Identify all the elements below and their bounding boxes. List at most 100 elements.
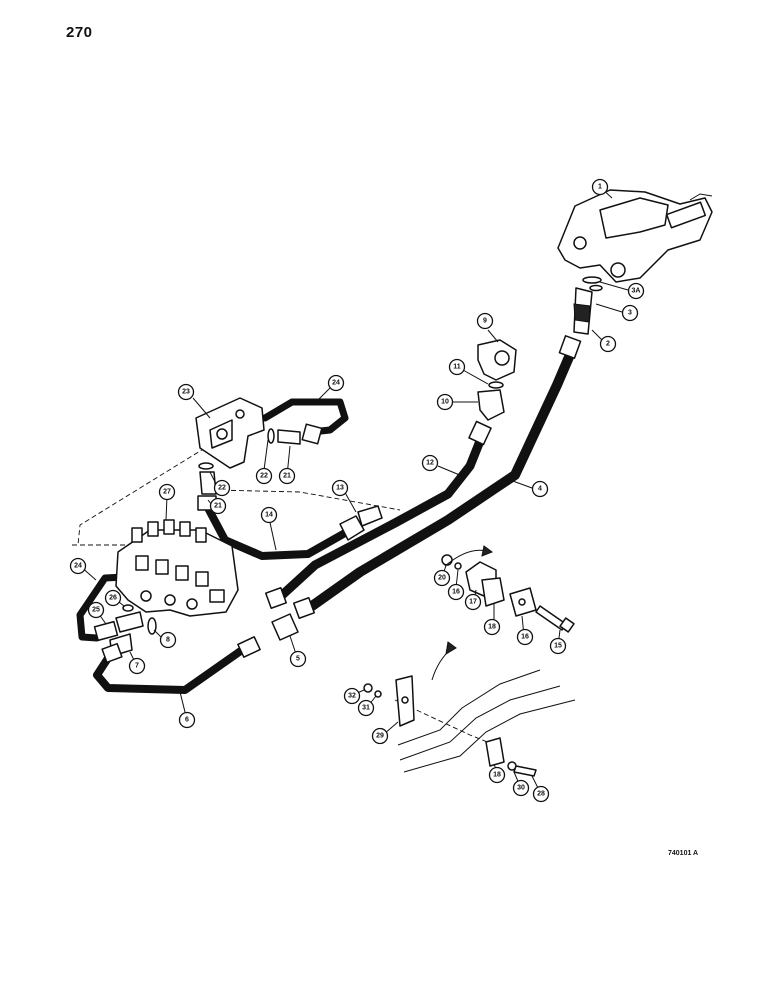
svg-text:22: 22 [260,473,268,480]
svg-text:1: 1 [598,184,602,191]
fitting-10 [477,389,505,421]
fitting-21-upper [277,423,323,445]
fitting-2 [573,287,593,335]
callout-22-upper: 22 [255,467,273,485]
callout-25: 25 [87,601,105,619]
tube-12 [275,431,487,602]
callout-5: 5 [289,650,307,668]
svg-text:16: 16 [452,589,460,596]
svg-text:21: 21 [283,473,291,480]
fitting-13 [339,505,383,541]
tube-4 [307,345,577,611]
callout-30: 30 [512,779,530,797]
svg-text:14: 14 [265,512,273,519]
svg-text:21: 21 [214,503,222,510]
o-ring-11 [488,381,504,389]
tube-24-upper [261,398,349,436]
svg-text:15: 15 [554,643,562,650]
svg-text:11: 11 [453,364,461,371]
o-ring-22-lower [198,462,214,470]
callout-14: 14 [260,506,278,524]
svg-text:6: 6 [185,717,189,724]
callout-24-upper: 24 [327,374,345,392]
svg-text:29: 29 [376,733,384,740]
plate-18-lower [485,737,505,767]
tube-14 [204,504,349,560]
strap-29 [395,675,415,727]
svg-text:12: 12 [426,460,434,467]
svg-text:24: 24 [74,563,82,570]
tube-6 [93,646,246,694]
callout-9: 9 [476,312,494,330]
bolt-28 [513,765,537,777]
svg-text:3A: 3A [632,288,641,295]
callout-16-lower: 16 [516,628,534,646]
svg-text:26: 26 [109,595,117,602]
callout-11: 11 [448,358,466,376]
svg-text:2: 2 [606,341,610,348]
tube-4-nut [558,335,582,359]
drawing-code: 740101 A [668,850,699,857]
fitting-7 [101,633,133,664]
svg-text:30: 30 [517,785,525,792]
o-ring-26 [122,604,134,612]
callout-18-lower: 18 [488,766,506,784]
tube-24-lower [76,573,129,642]
callout-18-upper: 18 [483,618,501,636]
assembly-line-1 [72,447,206,546]
callout-28: 28 [532,785,550,803]
callout-26: 26 [104,589,122,607]
svg-text:5: 5 [296,656,300,663]
callout-13: 13 [331,479,349,497]
bolt-15 [535,605,575,633]
valve-bank-27 [115,519,239,617]
o-ring-8 [147,617,157,635]
svg-text:23: 23 [182,389,190,396]
svg-text:16: 16 [521,634,529,641]
tube-12-nut [468,420,492,446]
callout-32: 32 [343,687,361,705]
svg-text:25: 25 [92,607,100,614]
svg-text:32: 32 [348,693,356,700]
page-number: 270 [66,24,93,41]
callout-10: 10 [436,393,454,411]
callout-6: 6 [178,711,196,729]
callout-27: 27 [158,483,176,501]
callout-15: 15 [549,637,567,655]
svg-text:8: 8 [166,637,170,644]
washer-31 [374,690,382,698]
svg-text:9: 9 [483,318,487,325]
svg-text:18: 18 [493,772,501,779]
callout-21-upper: 21 [278,467,296,485]
callout-1: 1 [591,178,609,196]
svg-text:24: 24 [332,380,340,387]
frame-rail-3 [403,699,576,773]
callout-2: 2 [599,335,617,353]
frame-rail-1 [397,669,541,746]
o-ring-3a [589,284,603,292]
callout-22-lower: 22 [213,479,231,497]
svg-text:31: 31 [362,705,370,712]
svg-text:18: 18 [488,624,496,631]
callout-3: 3 [621,304,639,322]
fitting-5 [237,586,316,658]
fitting-25 [93,611,144,642]
callout-16-upper: 16 [447,583,465,601]
svg-text:20: 20 [438,575,446,582]
svg-text:13: 13 [336,485,344,492]
svg-text:4: 4 [538,486,542,493]
callout-3a: 3A [627,282,645,300]
callout-12: 12 [421,454,439,472]
callout-23: 23 [177,383,195,401]
svg-text:28: 28 [537,791,545,798]
plate-16 [509,587,537,617]
callout-24-lower: 24 [69,557,87,575]
callout-7: 7 [128,657,146,675]
callout-31: 31 [357,699,375,717]
control-valve-1 [557,189,713,283]
callout-4: 4 [531,480,549,498]
elbow-9 [477,339,517,381]
svg-text:3: 3 [628,310,632,317]
nut-32 [363,683,373,693]
